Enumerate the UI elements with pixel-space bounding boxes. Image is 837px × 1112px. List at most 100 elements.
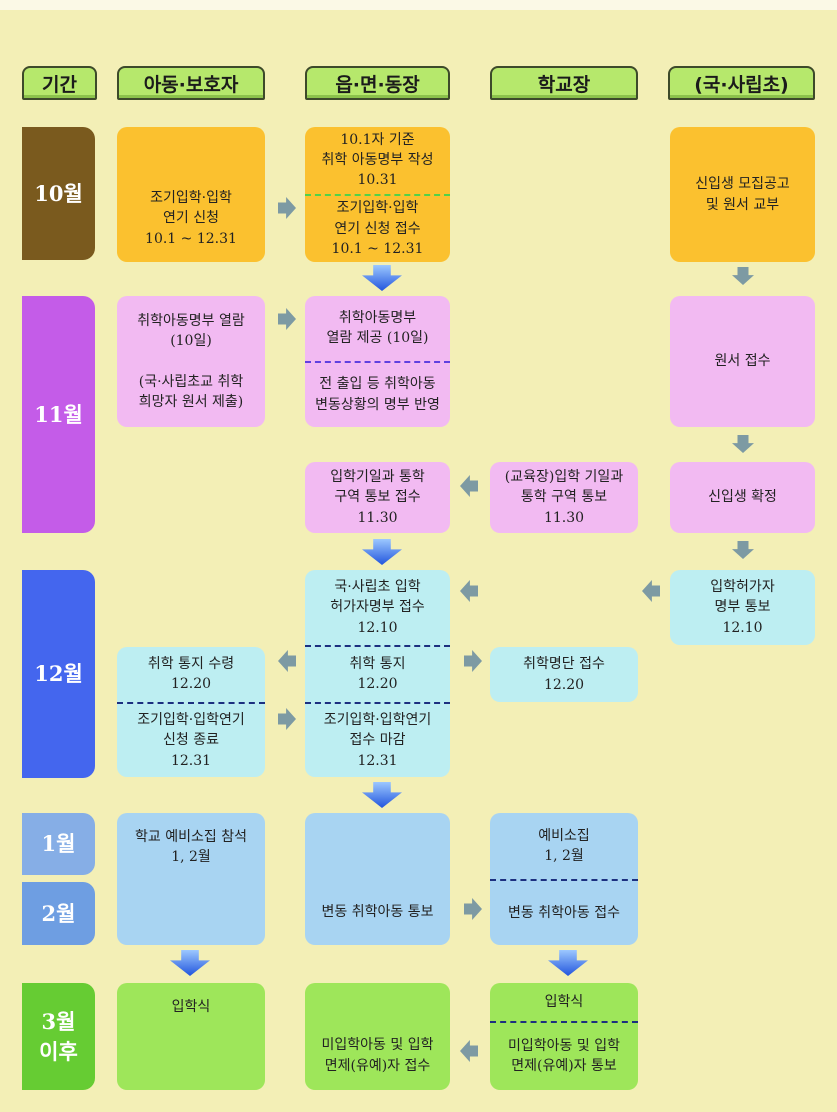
- header-office: 읍·면·동장: [305, 66, 450, 100]
- text-line: 신입생 확정: [708, 489, 777, 506]
- arrow-down-icon: [548, 950, 588, 976]
- arrow-down-icon: [732, 435, 754, 453]
- box-text: 변동 취학아동 통보: [305, 813, 450, 945]
- month-jan: 1월: [22, 813, 95, 875]
- arrow-left-icon: [642, 580, 660, 602]
- arrow-right-icon: [278, 197, 296, 219]
- arrow-left-icon: [460, 580, 478, 602]
- arrow-right-icon: [464, 650, 482, 672]
- text-line: 입학기일과 통학: [330, 469, 425, 486]
- dec-principal-box: 취학명단 접수 12.20: [490, 647, 638, 702]
- month-label: 12월: [34, 661, 83, 687]
- box-text: 취학 통지 수령 12.20: [117, 647, 265, 702]
- text-line: 국·사립초 입학: [334, 579, 421, 596]
- text-line: 연기 신청 접수: [334, 220, 421, 237]
- month-label: 2월: [41, 900, 76, 926]
- text-line: 입학식: [544, 993, 584, 1010]
- text-line: 조기입학·입학연기: [137, 711, 245, 728]
- month-label: 1월: [41, 831, 76, 857]
- box-text: 입학식: [490, 983, 638, 1021]
- text-line: 신입생 모집공고: [695, 176, 790, 193]
- arrow-left-icon: [460, 475, 478, 497]
- month-label: 11월: [34, 401, 83, 427]
- text-line: 1, 2월: [171, 849, 211, 866]
- header-period: 기간: [22, 66, 97, 100]
- arrow-down-icon: [170, 950, 210, 976]
- nov-private-box: 원서 접수: [670, 296, 815, 427]
- month-dec: 12월: [22, 570, 95, 778]
- text-line: 12.20: [543, 676, 585, 693]
- text-line: 12.20: [170, 676, 212, 693]
- text-line: 연기 신청: [163, 210, 219, 227]
- arrow-right-icon: [464, 898, 482, 920]
- text-line: 희망자 원서 제출): [138, 393, 244, 410]
- text-line: 취학 통지: [349, 656, 406, 673]
- text-line: (10일): [170, 333, 212, 350]
- text-line: 변동상황의 명부 반영: [315, 396, 440, 413]
- text-line: 12.31: [170, 752, 212, 769]
- arrow-right-icon: [278, 708, 296, 730]
- text-line: 통학 구역 통보: [520, 489, 608, 506]
- text-line: 조기입학·입학: [336, 200, 419, 217]
- text-line: 조기입학·입학연기: [323, 711, 432, 728]
- month-label: 3월: [41, 1009, 76, 1035]
- text-line: 취학 통지 수령: [147, 656, 235, 673]
- text-line: 12.20: [357, 676, 398, 693]
- arrow-right-icon: [278, 308, 296, 330]
- text-line: 10.1 ~ 12.31: [331, 240, 424, 257]
- text-line: 취학명단 접수: [523, 656, 605, 673]
- text-line: 10.1자 기준: [340, 131, 415, 148]
- text-line: (국·사립초교 취학: [138, 373, 244, 390]
- text-line: 구역 통보 접수: [334, 489, 421, 506]
- month-nov: 11월: [22, 296, 95, 533]
- box-text: 변동 취학아동 접수: [490, 878, 638, 945]
- text-line: 접수 마감: [349, 732, 406, 749]
- month-label: 10월: [34, 180, 83, 206]
- arrow-down-icon: [732, 541, 754, 559]
- text-line: (교육장)입학 기일과: [504, 469, 624, 486]
- arrow-down-icon: [362, 265, 402, 291]
- arrow-down-icon: [732, 267, 754, 285]
- text-line: 취학아동명부: [338, 309, 417, 326]
- text-line: 신청 종료: [163, 732, 219, 749]
- text-line: 미입학아동 및 입학: [508, 1037, 620, 1054]
- text-line: 10.31: [357, 172, 398, 189]
- header-parent: 아동·보호자: [117, 66, 265, 100]
- text-line: 취학 아동명부 작성: [321, 152, 434, 169]
- text-line: 허가자명부 접수: [330, 599, 425, 616]
- janfeb-office-box: 변동 취학아동 통보: [305, 813, 450, 945]
- text-line: 전 출입 등 취학아동: [319, 376, 436, 393]
- arrow-left-icon: [460, 1040, 478, 1062]
- arrow-down-icon: [362, 782, 402, 808]
- box-text: 취학명단 접수 12.20: [490, 647, 638, 702]
- box-text: 취학 통지 12.20: [305, 645, 450, 702]
